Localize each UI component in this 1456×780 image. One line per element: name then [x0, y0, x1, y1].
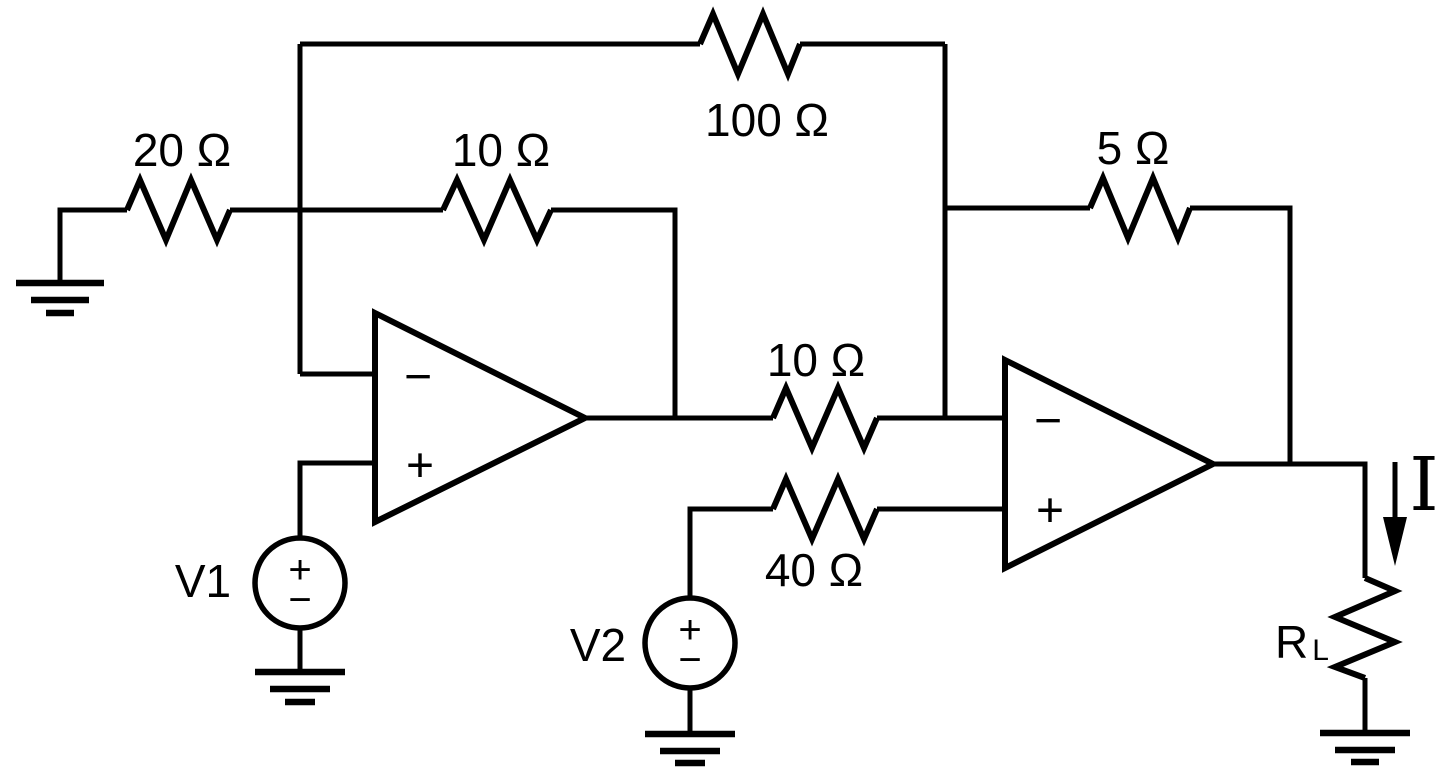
ground-icon-v1 — [255, 668, 345, 706]
opamp-2-inverting-label: − — [1034, 395, 1062, 448]
resistor-20ohm — [124, 172, 233, 248]
label-source-v2: V2 — [570, 619, 626, 671]
resistor-5ohm — [1087, 170, 1193, 246]
wire-ground-to-r20 — [57, 207, 127, 283]
label-resistor-10ohm-series: 10 Ω — [767, 334, 865, 386]
resistor-40ohm — [770, 471, 880, 547]
resistor-100ohm — [697, 6, 803, 82]
label-rl-subscript: L — [1312, 634, 1329, 667]
opamp-1 — [372, 308, 592, 527]
opamp-1-inverting-label: − — [404, 351, 432, 404]
label-current-i: I — [1409, 442, 1438, 528]
resistor-10ohm-feedback — [440, 172, 554, 248]
v1-plus-icon: + — [288, 548, 311, 592]
ground-icon-rl — [1320, 729, 1410, 766]
resistor-rl — [1326, 575, 1403, 681]
opamp-2 — [1002, 355, 1220, 573]
label-resistor-20ohm: 20 Ω — [133, 124, 231, 176]
wire-v2-to-r40 — [687, 506, 773, 598]
v1-minus-icon: − — [288, 578, 311, 622]
label-resistor-100ohm: 100 Ω — [705, 94, 829, 146]
voltage-source-v2: + − — [642, 595, 738, 691]
v2-circle-icon — [642, 595, 738, 691]
wire-r5-to-output — [1190, 205, 1293, 464]
label-resistor-10ohm-feedback: 10 Ω — [452, 124, 550, 176]
ground-icon-v2 — [645, 730, 735, 767]
label-rl-name: R — [1275, 616, 1308, 668]
opamp-1-noninverting-label: + — [406, 440, 434, 493]
label-source-v1: V1 — [175, 555, 231, 607]
voltage-source-v1: + − — [252, 535, 348, 631]
opamp-2-noninverting-label: + — [1036, 485, 1064, 538]
v2-plus-icon: + — [678, 608, 701, 652]
label-resistor-rl: R L — [1275, 616, 1329, 668]
wire-opamp1-noninverting — [297, 460, 375, 538]
wire-opamp2-output — [1211, 461, 1368, 578]
wire-r10-to-output — [551, 207, 678, 418]
v1-circle-icon — [252, 535, 348, 631]
v2-minus-icon: − — [678, 638, 701, 682]
ground-icon-left — [16, 279, 104, 317]
label-resistor-40ohm: 40 Ω — [765, 544, 863, 596]
resistor-10ohm-series — [770, 380, 880, 456]
label-resistor-5ohm: 5 Ω — [1097, 122, 1170, 174]
current-arrow-icon — [1383, 462, 1407, 566]
